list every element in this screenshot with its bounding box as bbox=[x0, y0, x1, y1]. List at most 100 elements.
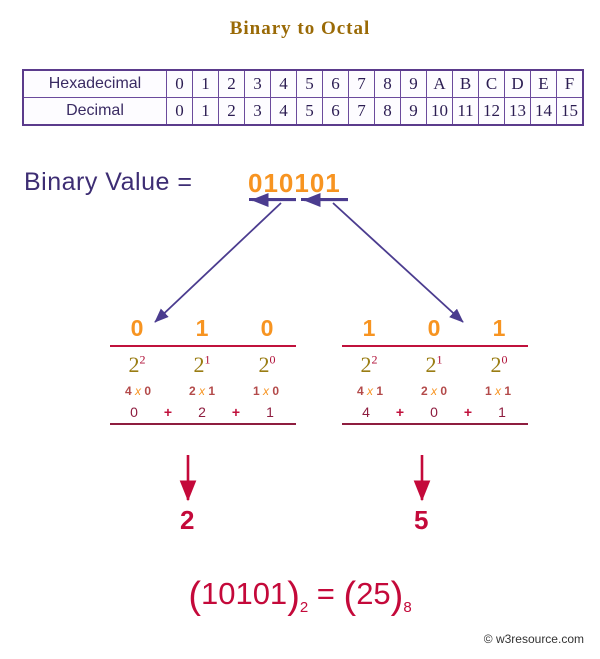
bit: 0 bbox=[427, 315, 441, 341]
product-a: 4 bbox=[124, 384, 132, 398]
product-b: 0 bbox=[272, 384, 280, 398]
final-binary-base: 2 bbox=[299, 599, 309, 616]
sum-term: 1 bbox=[266, 404, 274, 420]
power-base: 2 bbox=[193, 352, 205, 377]
left-paren: ( bbox=[343, 575, 357, 617]
table-cell: B bbox=[452, 69, 479, 98]
binary-group-underline-left bbox=[249, 198, 296, 201]
product-row-left: 4 x 0 2 x 1 1 x 0 bbox=[113, 384, 291, 398]
power-base: 2 bbox=[490, 352, 502, 377]
plus-icon: + bbox=[231, 404, 241, 420]
bit: 1 bbox=[492, 315, 506, 341]
power-row-left: 22 21 20 bbox=[117, 352, 287, 378]
sum-term: 1 bbox=[498, 404, 506, 420]
power-exponent: 0 bbox=[269, 352, 276, 367]
table-cell: 1 bbox=[192, 69, 219, 98]
table-cell: 5 bbox=[296, 69, 323, 98]
table-cell: 9 bbox=[400, 97, 427, 126]
page-title: Binary to Octal bbox=[229, 18, 371, 39]
table-cell: C bbox=[478, 69, 505, 98]
bit: 0 bbox=[260, 315, 274, 341]
product-a: 2 bbox=[420, 384, 428, 398]
split-arrow-to-right-group bbox=[332, 202, 464, 323]
power-term: 22 bbox=[117, 352, 157, 378]
multiply-icon: x bbox=[367, 384, 373, 398]
octal-digit-result-right: 5 bbox=[414, 505, 429, 535]
table-cell: 8 bbox=[374, 69, 401, 98]
bit: 0 bbox=[130, 315, 144, 341]
sum-divider-rule bbox=[110, 423, 296, 425]
right-paren: ) bbox=[390, 575, 404, 617]
table-cell: F bbox=[556, 69, 584, 98]
table-cell: 10 bbox=[426, 97, 453, 126]
table-cell: 0 bbox=[166, 97, 193, 126]
power-exponent: 2 bbox=[371, 352, 378, 367]
product-term: 1 x 0 bbox=[241, 384, 291, 398]
power-term: 20 bbox=[479, 352, 519, 378]
product-b: 1 bbox=[376, 384, 384, 398]
power-exponent: 0 bbox=[501, 352, 508, 367]
table-cell: E bbox=[530, 69, 557, 98]
table-cell: D bbox=[504, 69, 531, 98]
bit: 1 bbox=[195, 315, 209, 341]
final-octal-base: 8 bbox=[403, 599, 412, 616]
multiply-icon: x bbox=[495, 384, 501, 398]
bits-row-right: 1 0 1 bbox=[349, 315, 519, 342]
product-term: 1 x 1 bbox=[473, 384, 523, 398]
table-cell: 2 bbox=[218, 97, 245, 126]
multiply-icon: x bbox=[431, 384, 437, 398]
product-term: 4 x 1 bbox=[345, 384, 395, 398]
table-cell: 7 bbox=[348, 69, 375, 98]
power-term: 21 bbox=[414, 352, 454, 378]
row-label-hexadecimal: Hexadecimal bbox=[22, 69, 167, 98]
equals-sign: = bbox=[308, 576, 344, 611]
table-cell: 4 bbox=[270, 69, 297, 98]
product-a: 1 bbox=[484, 384, 492, 398]
final-binary-value: 10101 bbox=[200, 576, 288, 611]
table-cell: A bbox=[426, 69, 453, 98]
power-term: 20 bbox=[247, 352, 287, 378]
table-cell: 2 bbox=[218, 69, 245, 98]
left-paren: ( bbox=[188, 575, 201, 617]
table-cell: 5 bbox=[296, 97, 323, 126]
power-base: 2 bbox=[258, 352, 270, 377]
table-cell: 6 bbox=[322, 69, 349, 98]
product-row-right: 4 x 1 2 x 0 1 x 1 bbox=[345, 384, 523, 398]
copyright-notice: © w3resource.com bbox=[483, 632, 584, 646]
product-term: 2 x 0 bbox=[409, 384, 459, 398]
sum-term: 4 bbox=[362, 404, 370, 420]
power-base: 2 bbox=[425, 352, 437, 377]
plus-icon: + bbox=[395, 404, 405, 420]
power-term: 22 bbox=[349, 352, 389, 378]
sum-term: 2 bbox=[198, 404, 206, 420]
power-exponent: 1 bbox=[204, 352, 211, 367]
multiply-icon: x bbox=[263, 384, 269, 398]
table-cell: 0 bbox=[166, 69, 193, 98]
product-b: 0 bbox=[144, 384, 152, 398]
power-base: 2 bbox=[128, 352, 140, 377]
binary-value-digits: 010101 bbox=[248, 168, 341, 198]
sum-term: 0 bbox=[430, 404, 438, 420]
bits-row-left: 0 1 0 bbox=[117, 315, 287, 342]
power-row-right: 22 21 20 bbox=[349, 352, 519, 378]
plus-icon: + bbox=[463, 404, 473, 420]
plus-icon: + bbox=[163, 404, 173, 420]
multiply-icon: x bbox=[199, 384, 205, 398]
table-cell: 3 bbox=[244, 97, 271, 126]
power-base: 2 bbox=[360, 352, 372, 377]
product-term: 4 x 0 bbox=[113, 384, 163, 398]
bit: 1 bbox=[362, 315, 376, 341]
product-b: 1 bbox=[504, 384, 512, 398]
table-cell: 4 bbox=[270, 97, 297, 126]
table-cell: 12 bbox=[478, 97, 505, 126]
calc-group-left: 0 1 0 22 21 20 4 x 0 2 x 1 1 x 0 0 + 2 +… bbox=[105, 315, 305, 425]
binary-value-label: Binary Value = bbox=[24, 168, 193, 196]
table-cell: 6 bbox=[322, 97, 349, 126]
sum-row-left: 0 + 2 + 1 bbox=[122, 404, 282, 420]
product-term: 2 x 1 bbox=[177, 384, 227, 398]
product-a: 4 bbox=[356, 384, 364, 398]
table-cell: 8 bbox=[374, 97, 401, 126]
table-cell: 11 bbox=[452, 97, 479, 126]
table-cell: 9 bbox=[400, 69, 427, 98]
